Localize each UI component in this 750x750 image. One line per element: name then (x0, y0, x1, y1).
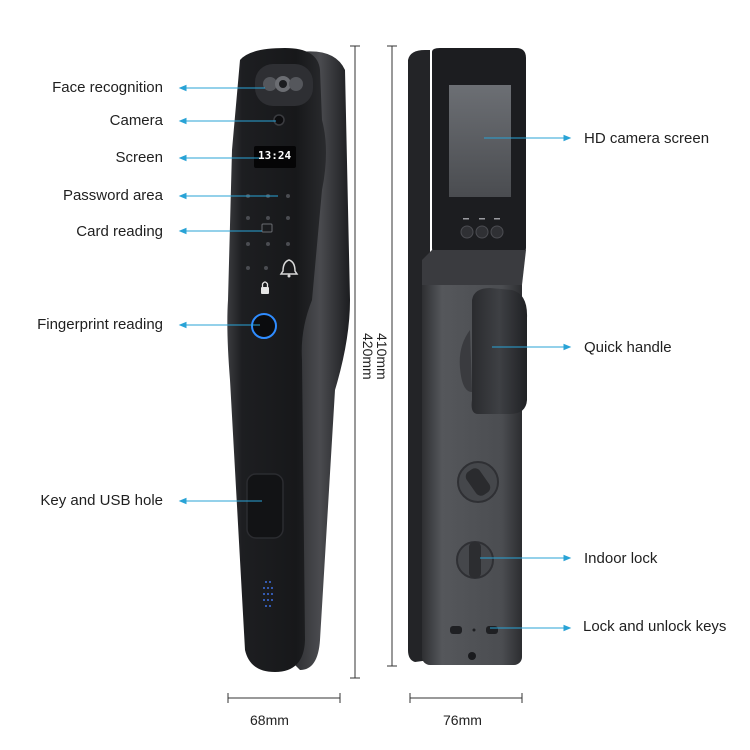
device-screen (254, 146, 296, 168)
quick-handle (459, 288, 528, 414)
front-panel (227, 48, 350, 672)
back-panel (408, 48, 528, 665)
screen-buttons (460, 218, 504, 239)
label-screen: Screen (115, 149, 163, 166)
dimension-lines (227, 45, 523, 703)
hd-camera-screen (449, 85, 511, 197)
label-indoor-lock: Indoor lock (584, 550, 658, 567)
label-quick-handle: Quick handle (584, 339, 672, 356)
key-usb-cover (246, 473, 284, 539)
thumb-turn (457, 461, 499, 503)
label-fingerprint-reading: Fingerprint reading (37, 316, 163, 333)
screen-time: 13:24 (258, 149, 292, 162)
dim-back-width: 76mm (443, 712, 482, 728)
label-hd-camera-screen: HD camera screen (584, 130, 710, 147)
right-leader-lines (480, 134, 572, 632)
speaker-grille (263, 581, 273, 607)
fingerprint-sensor (251, 313, 277, 339)
indoor-lock-knob (456, 541, 494, 579)
left-leader-lines (178, 84, 278, 505)
bell-icon (279, 259, 299, 275)
label-key-usb-hole: Key and USB hole (40, 492, 163, 509)
card-reader-icon (261, 223, 273, 233)
lock-icon (261, 281, 269, 294)
label-password-area: Password area (62, 187, 163, 204)
label-lock-unlock-keys: Lock and unlock keys (583, 618, 727, 635)
dim-front-width: 68mm (250, 712, 289, 728)
password-keypad (246, 194, 290, 270)
label-card-reading: Card reading (76, 223, 163, 240)
camera-lens (273, 114, 285, 126)
label-camera: Camera (109, 112, 163, 129)
label-face-recognition: Face recognition (52, 79, 163, 96)
dim-back-height: 410mm (374, 333, 390, 380)
